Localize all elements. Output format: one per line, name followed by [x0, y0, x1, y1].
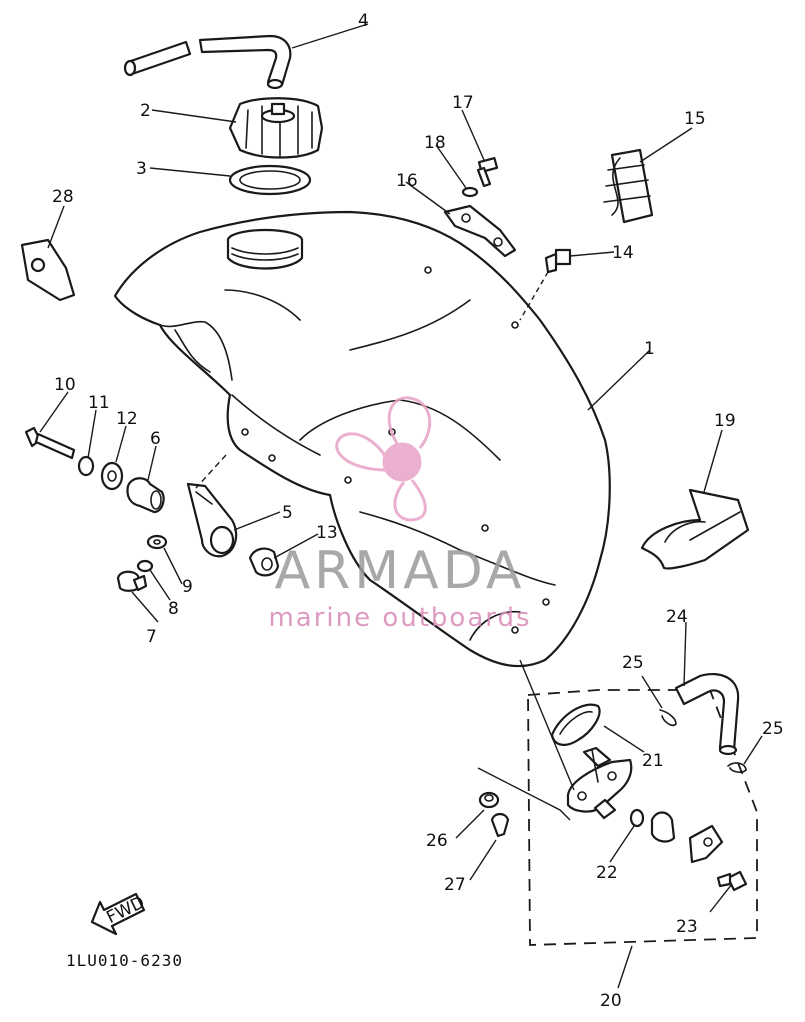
collar-12	[100, 461, 124, 491]
band-15	[603, 148, 654, 224]
label-1: 1	[644, 339, 655, 359]
fuel-hose-24	[674, 672, 740, 756]
fuel-cock-plate	[688, 824, 724, 864]
label-25-lower: 25	[762, 719, 784, 739]
label-7: 7	[146, 627, 157, 647]
washer-18	[461, 186, 479, 198]
bracket-5	[186, 482, 238, 558]
label-18: 18	[424, 133, 446, 153]
bracket-16	[443, 204, 517, 258]
drawing-code: 1LU010-6230	[66, 951, 183, 970]
cap-gasket	[228, 164, 312, 196]
fuel-cock-assembly-outline	[527, 689, 758, 946]
watermark-brand: ARMADA	[275, 541, 526, 601]
label-26: 26	[426, 831, 448, 851]
washer-9	[146, 534, 168, 550]
washer-8	[136, 559, 154, 573]
label-15: 15	[684, 109, 706, 129]
label-16: 16	[396, 171, 418, 191]
watermark-tagline: marine outboards	[268, 603, 531, 633]
bolt-10	[24, 426, 76, 460]
label-10: 10	[54, 375, 76, 395]
bolt-7	[116, 570, 148, 592]
label-9: 9	[182, 577, 193, 597]
label-3: 3	[136, 159, 147, 179]
label-11: 11	[88, 393, 110, 413]
label-21: 21	[642, 751, 664, 771]
label-25-upper: 25	[622, 653, 644, 673]
label-22: 22	[596, 863, 618, 883]
screw-23	[716, 870, 748, 892]
bolt-17	[476, 156, 499, 188]
label-8: 8	[168, 599, 179, 619]
collar-13	[248, 547, 280, 577]
label-14: 14	[612, 243, 634, 263]
label-20: 20	[600, 991, 622, 1011]
label-19: 19	[714, 411, 736, 431]
watermark-logo	[335, 396, 432, 522]
fwd-arrow-icon: FWD	[90, 893, 148, 936]
label-6: 6	[150, 429, 161, 449]
clip-25-lower	[727, 762, 747, 773]
bolt-14	[544, 248, 572, 274]
fuel-cap	[228, 97, 324, 159]
fuel-tank	[113, 210, 611, 668]
label-12: 12	[116, 409, 138, 429]
damper-19	[640, 488, 750, 570]
hose-joint	[650, 811, 676, 843]
label-24: 24	[666, 607, 688, 627]
bracket-28	[20, 238, 76, 302]
watermark: ARMADA marine outboards	[268, 396, 531, 633]
label-27: 27	[444, 875, 466, 895]
label-4: 4	[358, 11, 369, 31]
fuel-cock-body	[566, 746, 633, 820]
grommet-26	[478, 791, 500, 809]
label-2: 2	[140, 101, 151, 121]
label-13: 13	[316, 523, 338, 543]
o-ring-21	[550, 703, 601, 746]
o-ring-22	[629, 808, 645, 828]
leader-lines	[39, 23, 763, 989]
label-28: 28	[52, 187, 74, 207]
damper-6	[126, 477, 165, 514]
label-5: 5	[282, 503, 293, 523]
washer-11	[77, 455, 95, 477]
clip-25-upper	[659, 709, 677, 727]
label-23: 23	[676, 917, 698, 937]
part-labels: 4 2 3 28 17 18 16 15 14 1 19 10 11 12 6 …	[52, 11, 784, 1011]
label-17: 17	[452, 93, 474, 113]
breather-hose	[123, 34, 292, 90]
screw-27	[490, 812, 510, 838]
